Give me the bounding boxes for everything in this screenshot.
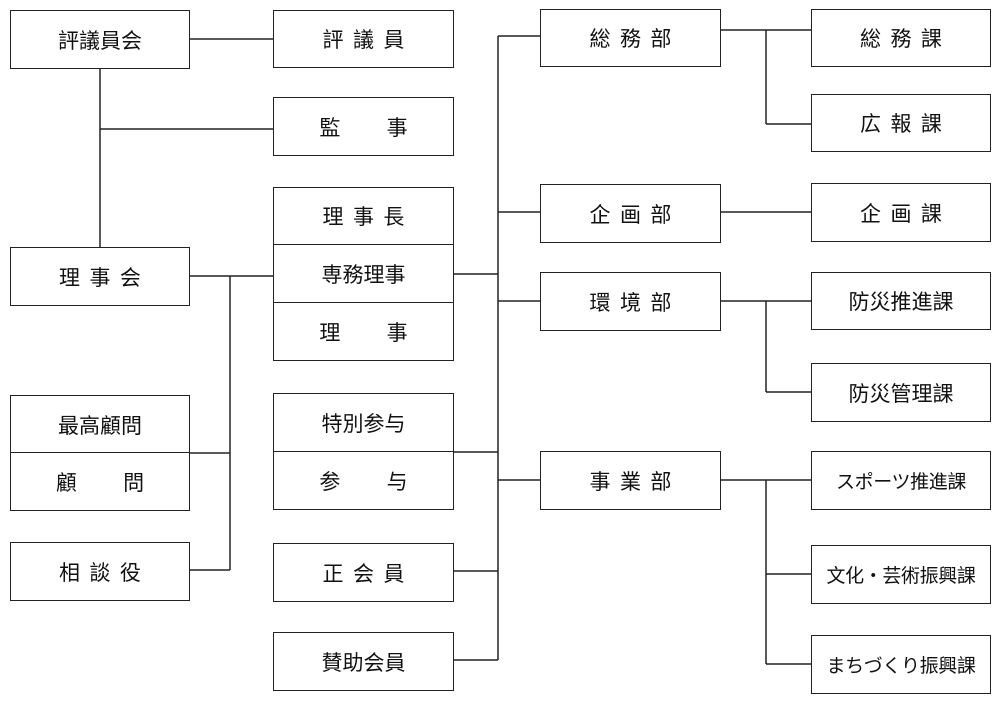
sanjo-kaiin-box: 賛助会員 [273, 632, 454, 691]
kankyobu-box: 環境部 [540, 272, 721, 331]
rijicho-box: 理事長 [273, 187, 454, 245]
kikakubu-label: 企画部 [589, 202, 681, 227]
hyogiin-box: 評議員 [273, 10, 454, 68]
senmu-riji-label: 専務理事 [321, 262, 406, 287]
komon-label: 顧問 [55, 470, 191, 495]
kikakuka-box: 企画課 [811, 183, 991, 242]
senmu-riji-box: 専務理事 [273, 244, 454, 303]
kanji-box: 監事 [273, 97, 454, 156]
somuka-box: 総務課 [811, 9, 991, 67]
seikaiin-box: 正会員 [273, 543, 454, 602]
somubu-label: 総務部 [589, 27, 681, 51]
kikakuka-label: 企画課 [860, 201, 952, 226]
hyogiinkai-label: 評議員会 [58, 28, 142, 53]
kankyobu-label: 環境部 [589, 290, 681, 315]
kohoka-label: 広報課 [860, 112, 952, 136]
sports-suishinka-box: スポーツ推進課 [811, 451, 991, 510]
machizukuri-shinkoka-box: まちづくり振興課 [811, 635, 991, 694]
tokubetsu-sanyo-label: 特別参与 [321, 411, 406, 436]
kanji-label: 監事 [319, 115, 454, 140]
komon-box: 顧問 [10, 452, 190, 511]
rijikai-box: 理事会 [10, 247, 190, 306]
bunka-geijutsu-shinkoka-box: 文化・芸術振興課 [811, 545, 991, 604]
saiko-komon-label: 最高顧問 [58, 413, 142, 438]
bosai-suishinka-label: 防災推進課 [848, 290, 954, 314]
kikakubu-box: 企画部 [540, 184, 721, 243]
rijicho-label: 理事長 [322, 205, 414, 229]
bosai-kanrika-label: 防災管理課 [848, 381, 954, 406]
sodanyaku-box: 相談役 [10, 542, 190, 601]
sports-suishinka-label: スポーツ推進課 [836, 471, 966, 493]
somuka-label: 総務課 [860, 27, 952, 51]
sodanyaku-label: 相談役 [59, 560, 151, 585]
sanjo-kaiin-label: 賛助会員 [321, 650, 406, 675]
rijikai-label: 理事会 [59, 265, 151, 290]
riji-label: 理事 [319, 320, 454, 345]
sanyo-box: 参与 [273, 451, 454, 510]
saiko-komon-box: 最高顧問 [10, 395, 190, 454]
bosai-kanrika-box: 防災管理課 [811, 363, 991, 422]
bunka-geijutsu-shinkoka-label: 文化・芸術振興課 [826, 565, 976, 587]
jigyobu-label: 事業部 [589, 469, 681, 494]
machizukuri-shinkoka-label: まちづくり振興課 [826, 655, 976, 677]
tokubetsu-sanyo-box: 特別参与 [273, 393, 454, 452]
hyogiin-label: 評議員 [322, 28, 414, 52]
riji-box: 理事 [273, 302, 454, 361]
seikaiin-label: 正会員 [322, 561, 414, 586]
hyogiinkai-box: 評議員会 [10, 10, 190, 69]
jigyobu-box: 事業部 [540, 451, 721, 510]
sanyo-label: 参与 [319, 469, 454, 494]
bosai-suishinka-box: 防災推進課 [811, 272, 991, 330]
kohoka-box: 広報課 [811, 94, 991, 152]
somubu-box: 総務部 [540, 9, 721, 67]
